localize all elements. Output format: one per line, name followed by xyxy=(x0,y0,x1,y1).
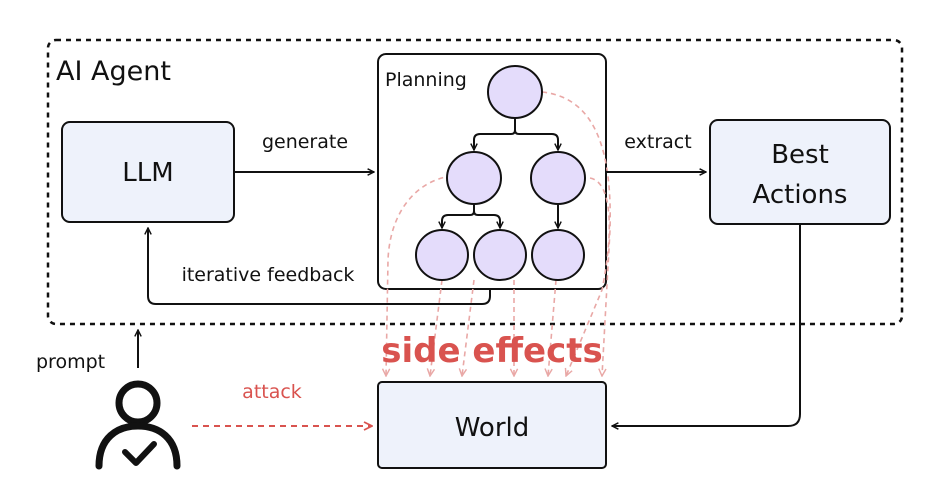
llm-label: LLM xyxy=(122,158,173,188)
tree-node-leaf-1 xyxy=(415,229,469,281)
tree-node-leaf-2 xyxy=(473,229,527,281)
attack-label: attack xyxy=(242,381,302,403)
world-label: World xyxy=(455,413,530,443)
best-actions-line1: Best xyxy=(771,140,829,170)
ai-agent-container xyxy=(46,38,904,326)
tree-node-leaf-3 xyxy=(531,229,585,281)
tree-node-root xyxy=(487,65,543,119)
planning-label: Planning xyxy=(385,69,467,91)
world-box xyxy=(377,381,607,469)
generate-label: generate xyxy=(262,131,348,153)
user-check-icon xyxy=(95,380,181,470)
tree-node-right xyxy=(530,151,586,205)
side-effects-label: side effects xyxy=(381,331,602,371)
ai-agent-title: AI Agent xyxy=(56,56,171,87)
planning-tree-nodes xyxy=(415,65,586,281)
best-actions-line2: Actions xyxy=(753,180,848,210)
actions-to-world-arrow xyxy=(612,224,801,426)
iterative-feedback-arrow xyxy=(148,228,491,305)
side-effect-lines xyxy=(386,91,612,376)
tree-edges xyxy=(442,118,558,228)
tree-node-left xyxy=(446,151,502,205)
extract-label: extract xyxy=(624,131,691,153)
prompt-label: prompt xyxy=(36,351,105,373)
iterative-feedback-label: iterative feedback xyxy=(182,264,355,286)
